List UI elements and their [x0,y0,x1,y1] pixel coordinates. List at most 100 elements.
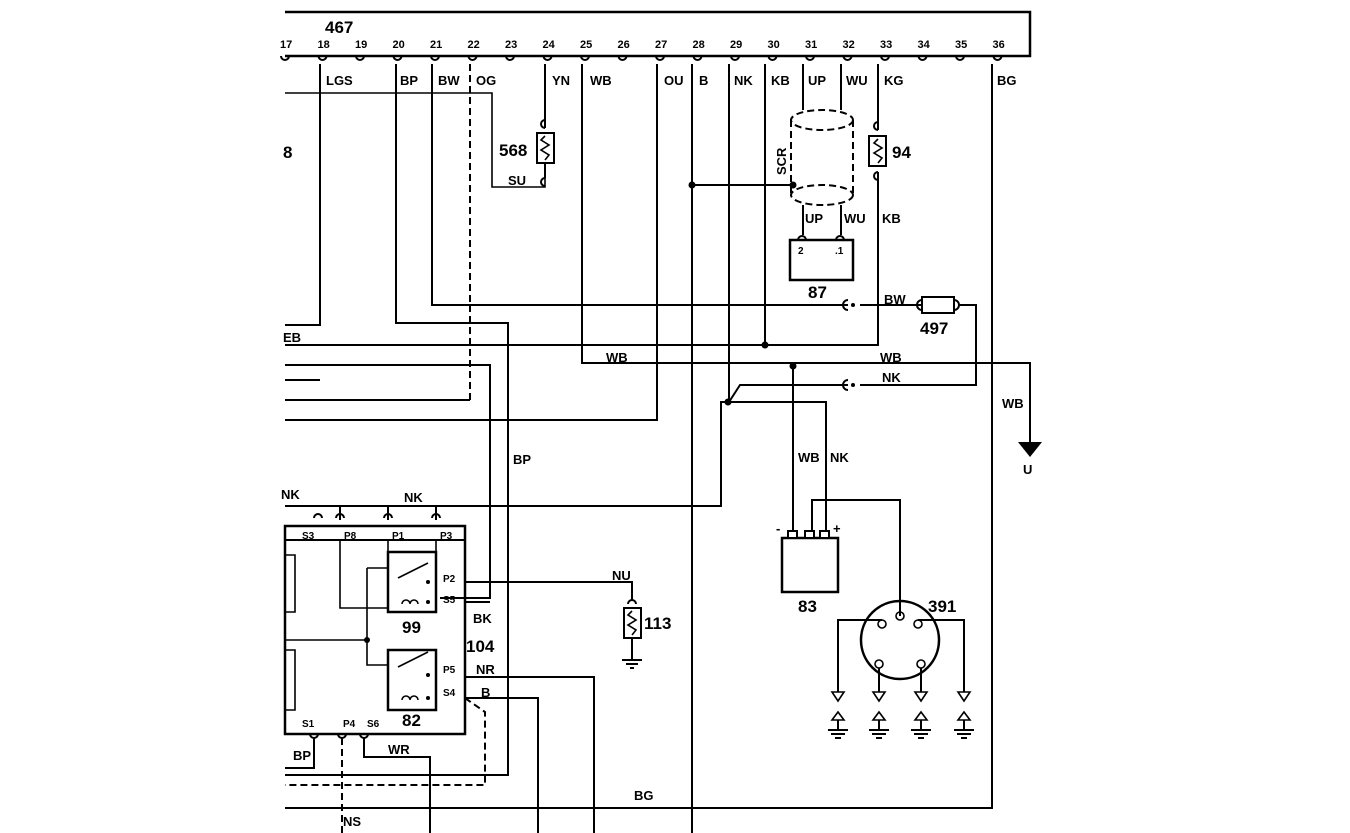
wire-label-nk-3: NK [830,450,849,465]
connector-pin-hook [505,55,515,61]
connector-pin-31: 31 [805,39,817,51]
arrow-down-icon: U [1018,442,1042,477]
wire-label-up-2: UP [805,211,823,226]
component-391-label: 391 [928,597,956,616]
pin-p5: P5 [443,665,456,676]
resistor-568: 568 SU [499,132,555,188]
junction-dots [364,181,797,643]
connector-pin-hook [917,55,928,61]
wire-label-wb-3: WB [880,350,902,365]
connector-pin-hook [280,55,290,61]
wire-label-wb: WB [590,73,612,88]
connector-pin-hook [842,55,853,61]
connector-pin-17: 17 [280,39,292,51]
connector-pin-35: 35 [955,39,967,51]
terminal-plus: + [833,521,841,536]
connector-pin-hook [880,55,890,61]
wire-label-wb-5: WB [798,450,820,465]
component-87: 2 .1 87 [788,235,855,302]
component-87-pin-1: .1 [835,246,844,257]
wire-label-kg: KG [884,73,904,88]
connector-pin-36: 36 [993,39,1005,51]
wire-label-eb: EB [283,330,301,345]
wire-label-bp-3: BP [293,748,311,763]
connector-pin-hook [992,55,1003,61]
connector-pin-19: 19 [355,39,367,51]
connector-pin-22: 22 [468,39,480,51]
wire-label-nk-5: NK [281,487,300,502]
connector-pin-23: 23 [505,39,517,51]
connector-pin-hook [580,55,590,61]
ground-symbols [828,691,974,739]
wire-label-nu: NU [612,568,631,583]
wire-label-su: SU [508,173,526,188]
resistor-94-label: 94 [892,143,911,162]
wires [285,64,1031,833]
pin-p2: P2 [443,574,456,585]
wire-label-wb-2: WB [606,350,628,365]
component-104: 104 S3 P8 P1 P3 P2 S5 P5 S4 S1 P4 S6 [283,506,495,833]
connector-pin-hook [467,55,478,61]
wire-label-wu-2: WU [844,211,866,226]
connector-pin-hook [542,55,553,61]
connector-pin-30: 30 [768,39,780,51]
connector-pin-34: 34 [918,39,931,51]
relay-99-label: 99 [402,618,421,637]
ground-icon [954,691,974,739]
ground-icon [869,691,889,739]
relay-82-label: 82 [402,711,421,730]
wire-hooks [540,119,879,391]
pin-p8: P8 [344,531,357,542]
terminal-minus: - [776,521,780,536]
pin-p3: P3 [440,531,453,542]
component-8-label: 8 [283,143,292,162]
ground-icon [911,691,931,739]
connector-pin-33: 33 [880,39,892,51]
ground-icon [828,691,848,739]
connector-pin-26: 26 [618,39,630,51]
connector-pin-18: 18 [318,39,330,51]
wire-label-nk-4: NK [404,490,423,505]
component-497: BW 497 [884,292,960,338]
wire-label-b-2: B [481,685,490,700]
resistor-94: 94 [868,135,911,167]
connector-467-label: 467 [325,18,353,37]
connector-pin-hook [655,55,665,61]
connector-pin-27: 27 [655,39,667,51]
wire-label-nk-2: NK [882,370,901,385]
wire-label-b: B [699,73,708,88]
component-83-label: 83 [798,597,817,616]
connector-pin-hook [430,55,440,61]
pin-s5: S5 [443,595,456,606]
screen-shield: SCR UP WU KB [774,109,901,226]
connector-pin-hook [730,55,740,61]
connector-pin-hook [955,55,965,61]
wire-label-wu: WU [846,73,868,88]
connector-pin-hook [392,55,403,61]
connector-pin-hook [767,55,778,61]
wire-label-bw-2: BW [884,292,906,307]
connector-pin-hook [317,55,328,61]
connector-pin-32: 32 [843,39,855,51]
connector-pin-hook [617,55,628,61]
resistor-113: 113 [622,599,671,669]
pin-p4: P4 [343,719,356,730]
component-87-label: 87 [808,283,827,302]
wire-label-bg: BG [997,73,1017,88]
screen-label: SCR [774,147,789,175]
component-497-label: 497 [920,319,948,338]
relay-output-wires: NU BK NR B WR BP NS BG NK NK [281,487,654,833]
wire-label-kb-2: KB [882,211,901,226]
component-83: - + 83 [776,521,841,616]
connector-pin-hook [355,55,365,61]
connector-pin-21: 21 [430,39,442,51]
wire-label-bw: BW [438,73,460,88]
wire-label-ns: NS [343,814,361,829]
wire-label-kb: KB [771,73,790,88]
connector-pin-28: 28 [693,39,705,51]
wire-label-bp-2: BP [513,452,531,467]
pin-s4: S4 [443,688,456,699]
